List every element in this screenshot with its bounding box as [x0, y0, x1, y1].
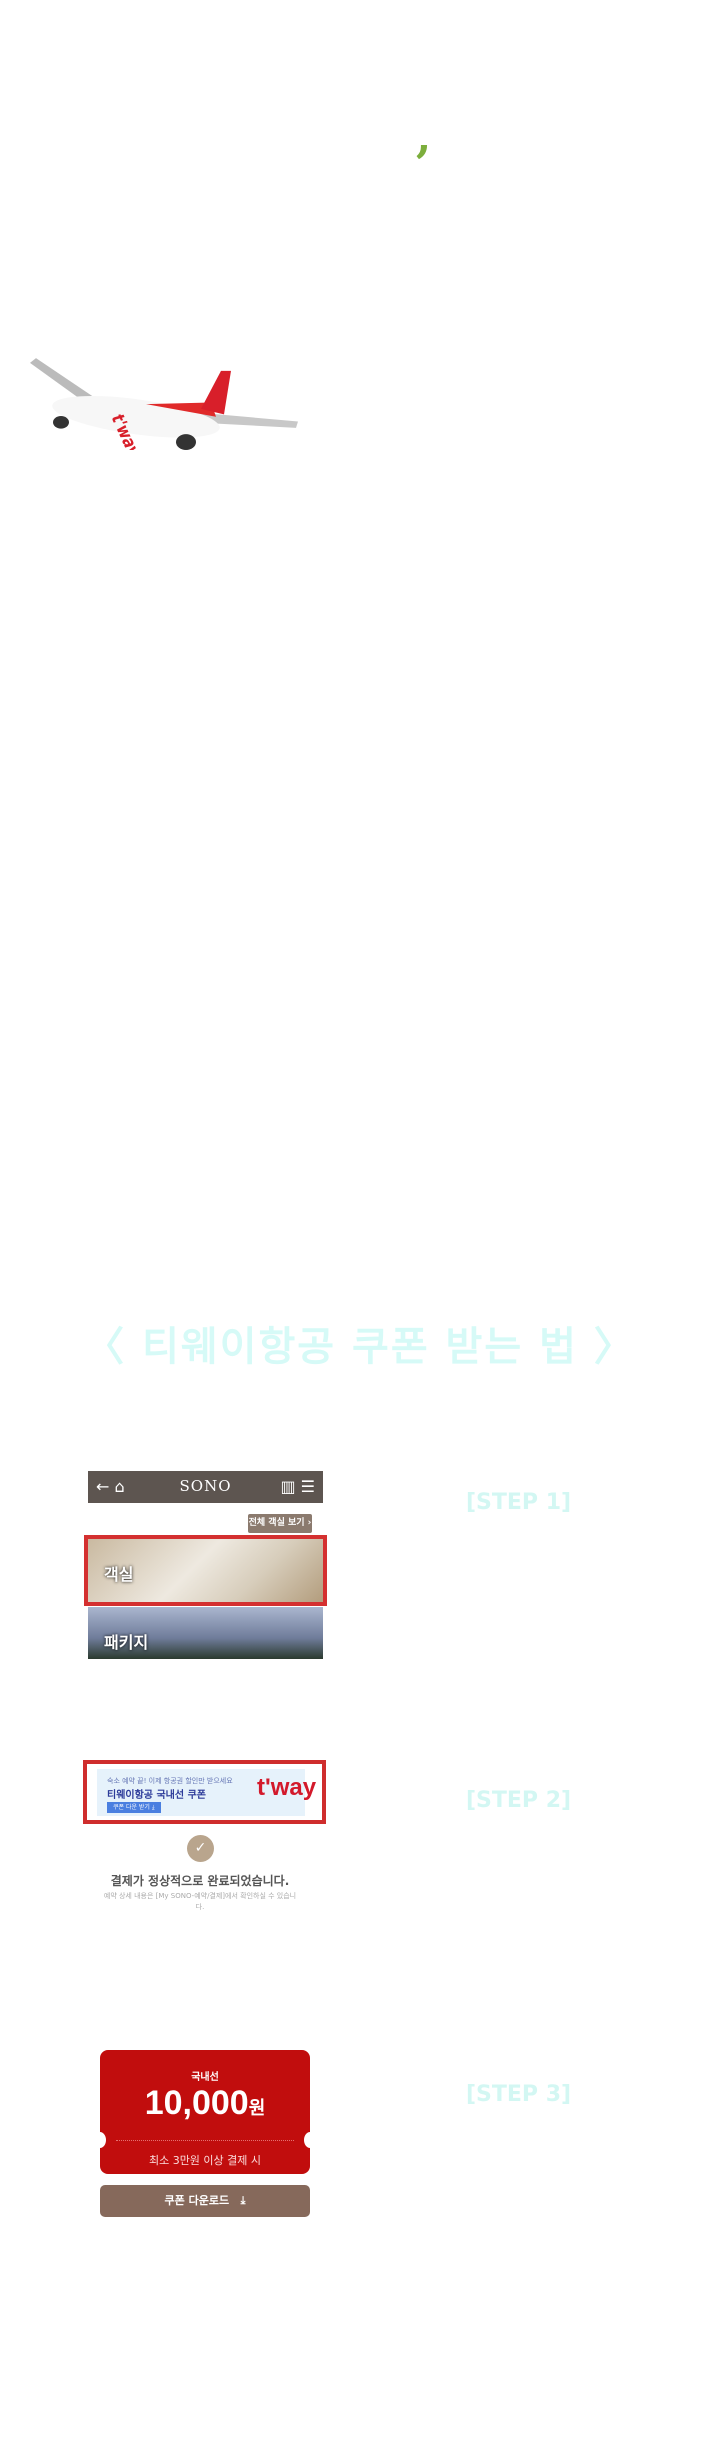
step-2-label: [STEP 2] — [466, 1788, 572, 1813]
coupon-download-link[interactable]: 쿠폰 다운 받기 ⤓ — [107, 1802, 161, 1813]
domestic-coupon-card: 국내선 10,000원 최소 3만원 이상 결제 시 — [94, 2050, 316, 2174]
page-title: 〈 티웨이항공 쿠폰 받는 법 〉 — [84, 1324, 636, 1370]
room-label: 객실 — [104, 1565, 134, 1584]
package-label: 패키지 — [104, 1633, 149, 1652]
payment-complete-subtext: 예약 상세 내용은 [My SONO-예약/결제]에서 확인하실 수 있습니다. — [103, 1892, 297, 1911]
banner-title: 티웨이항공 국내선 쿠폰 — [107, 1790, 206, 1801]
tway-airplane-image: t'way — [30, 358, 298, 450]
step1-screenshot: ← ⌂ SONO ▥ ☰ 전체 객실 보기 › 객실 패키지 — [84, 1471, 327, 1659]
sono-logo: SONO — [179, 1477, 232, 1495]
home-icon[interactable]: ⌂ — [114, 1477, 125, 1496]
download-icon: ⤓ — [240, 2194, 246, 2207]
tway-logo: t'way — [257, 1774, 317, 1801]
payment-complete-message: 결제가 정상적으로 완료되었습니다. — [110, 1874, 290, 1888]
step-3-label: [STEP 3] — [466, 2082, 572, 2107]
all-rooms-button[interactable]: 전체 객실 보기 › — [248, 1514, 312, 1533]
coupon-condition: 최소 3만원 이상 결제 시 — [148, 2154, 262, 2167]
check-icon: ✓ — [187, 1835, 214, 1862]
banner-subtitle: 숙소 예약 끝! 이제 항공권 할인만 받으세요 — [107, 1777, 233, 1785]
menu-icon[interactable]: ☰ — [300, 1477, 315, 1496]
coupon-type: 국내선 — [191, 2072, 219, 2083]
room-category-highlighted[interactable]: 객실 — [84, 1535, 327, 1606]
coupon-download-button[interactable]: 쿠폰 다운로드 ⤓ — [100, 2185, 310, 2217]
decorative-comma: , — [416, 112, 432, 163]
coupon-amount: 10,000원 — [144, 2084, 266, 2122]
sono-header: ← ⌂ SONO ▥ ☰ — [88, 1471, 323, 1503]
package-category[interactable]: 패키지 — [88, 1607, 323, 1659]
back-icon[interactable]: ← — [96, 1477, 110, 1496]
step-1-label: [STEP 1] — [466, 1490, 572, 1515]
tway-coupon-banner-highlighted[interactable]: 숙소 예약 끝! 이제 항공권 할인만 받으세요 티웨이항공 국내선 쿠폰 쿠폰… — [83, 1760, 326, 1824]
coupon-divider — [116, 2140, 294, 2141]
map-icon[interactable]: ▥ — [280, 1477, 296, 1496]
